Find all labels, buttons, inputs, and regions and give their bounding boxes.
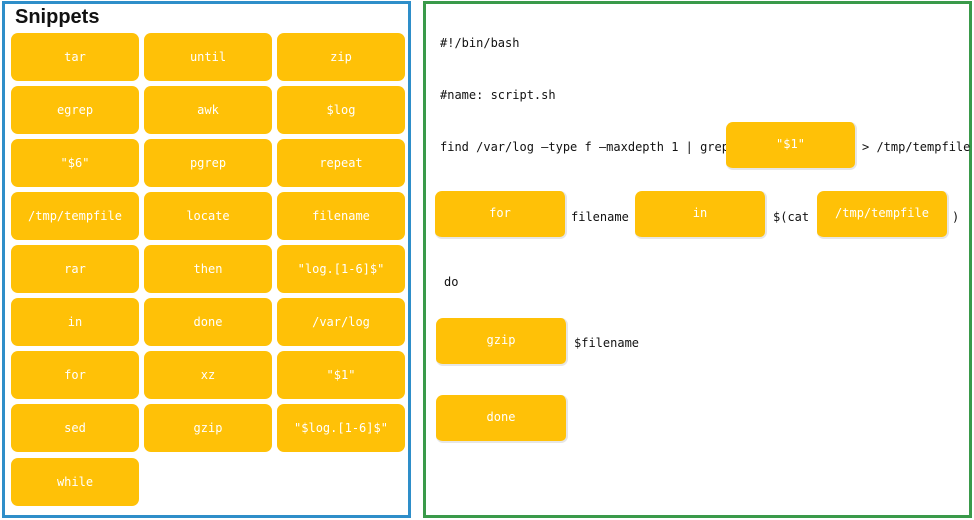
answer-slot-grep-pattern[interactable]: "$1"	[726, 122, 857, 170]
snippet-tile[interactable]: xz	[144, 351, 272, 399]
snippet-tile[interactable]: done	[144, 298, 272, 346]
snippets-panel: Snippets tar until zip egrep awk $log "$…	[2, 1, 411, 518]
do-keyword-text: do	[444, 275, 459, 289]
snippet-tile[interactable]: for	[11, 351, 139, 399]
snippet-tile[interactable]: zip	[277, 33, 405, 81]
snippet-tile[interactable]: egrep	[11, 86, 139, 134]
snippet-tile[interactable]: in	[11, 298, 139, 346]
loop-variable-text: filename	[571, 210, 629, 224]
closing-paren-text: )	[952, 210, 960, 224]
snippet-tile[interactable]: rar	[11, 245, 139, 293]
snippet-tile[interactable]: $log	[277, 86, 405, 134]
snippet-tile[interactable]: /var/log	[277, 298, 405, 346]
answer-slot-done-keyword[interactable]: done	[436, 395, 568, 443]
snippet-tile[interactable]: repeat	[277, 139, 405, 187]
snippet-tile[interactable]: "log.[1-6]$"	[277, 245, 405, 293]
snippets-title: Snippets	[15, 6, 100, 28]
snippet-tile[interactable]: pgrep	[144, 139, 272, 187]
snippet-tile[interactable]: sed	[11, 404, 139, 452]
snippet-tile[interactable]: locate	[144, 192, 272, 240]
snippet-tile[interactable]: then	[144, 245, 272, 293]
answer-slot-loop-keyword[interactable]: for	[435, 191, 567, 239]
snippet-tile[interactable]: tar	[11, 33, 139, 81]
find-command-text: find /var/log –type f –maxdepth 1 | grep	[440, 140, 729, 154]
answer-slot-compress-command[interactable]: gzip	[436, 318, 568, 366]
snippet-tile[interactable]: gzip	[144, 404, 272, 452]
script-name-line: #name: script.sh	[440, 88, 556, 102]
snippet-tile[interactable]: "$1"	[277, 351, 405, 399]
shebang-line: #!/bin/bash	[440, 36, 520, 50]
snippet-tile[interactable]: until	[144, 33, 272, 81]
snippet-tile[interactable]: awk	[144, 86, 272, 134]
cat-command-text: $(cat	[773, 210, 810, 224]
snippet-tile[interactable]: filename	[277, 192, 405, 240]
snippet-tile[interactable]: while	[11, 458, 139, 506]
script-panel: #!/bin/bash #name: script.sh find /var/l…	[423, 1, 972, 518]
redirect-text: > /tmp/tempfile	[862, 140, 971, 154]
filename-variable-text: $filename	[574, 336, 640, 350]
answer-slot-in-keyword[interactable]: in	[635, 191, 767, 239]
answer-slot-cat-file[interactable]: /tmp/tempfile	[817, 191, 949, 239]
snippet-tile[interactable]: "$log.[1-6]$"	[277, 404, 405, 452]
snippet-tile[interactable]: "$6"	[11, 139, 139, 187]
snippets-grid: tar until zip egrep awk $log "$6" pgrep …	[11, 33, 411, 516]
snippet-tile[interactable]: /tmp/tempfile	[11, 192, 139, 240]
